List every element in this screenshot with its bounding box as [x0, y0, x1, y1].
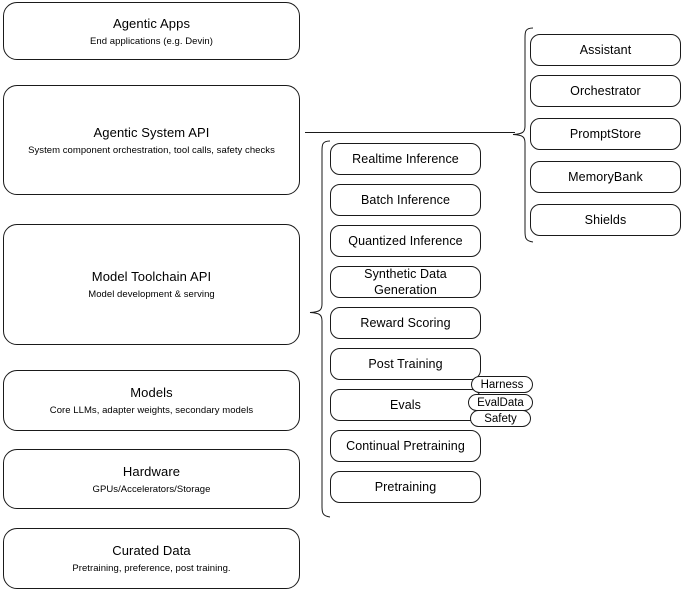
layer-box-hardware[interactable]: Hardware GPUs/Accelerators/Storage: [3, 449, 300, 509]
system-component-chip-orchestrator[interactable]: Orchestrator: [530, 75, 681, 107]
layer-title: Agentic System API: [93, 124, 210, 140]
system-component-label: Orchestrator: [570, 84, 641, 98]
system-component-chip-assistant[interactable]: Assistant: [530, 34, 681, 66]
evals-subcomponent-label: EvalData: [477, 396, 524, 409]
layer-box-models[interactable]: Models Core LLMs, adapter weights, secon…: [3, 370, 300, 431]
layer-box-agentic-system-api[interactable]: Agentic System API System component orch…: [3, 85, 300, 195]
layer-box-agentic-apps[interactable]: Agentic Apps End applications (e.g. Devi…: [3, 2, 300, 60]
component-label: Batch Inference: [360, 193, 451, 207]
layer-title: Curated Data: [112, 543, 191, 558]
component-label: Synthetic Data Generation: [364, 267, 447, 297]
layer-subtitle: End applications (e.g. Devin): [90, 35, 213, 47]
component-label: Post Training: [368, 357, 443, 371]
layer-title: Hardware: [122, 463, 181, 479]
component-label: Continual Pretraining: [346, 439, 465, 453]
evals-subcomponent-label: Harness: [480, 378, 524, 391]
layer-title: Models: [130, 385, 173, 400]
layer-title: Agentic Apps: [112, 15, 191, 31]
evals-subcomponent-pill-safety[interactable]: Safety: [470, 410, 531, 427]
system-component-label: MemoryBank: [568, 170, 643, 184]
layer-subtitle: Core LLMs, adapter weights, secondary mo…: [49, 405, 254, 416]
evals-subcomponent-pill-harness[interactable]: Harness: [471, 376, 533, 393]
evals-subcomponent-label: Safety: [484, 412, 517, 425]
layer-subtitle: Pretraining, preference, post training.: [72, 563, 231, 574]
layer-title: Model Toolchain API: [91, 269, 212, 284]
evals-subcomponent-pill-evaldata[interactable]: EvalData: [468, 394, 533, 411]
brace-toolchain-components: [309, 140, 331, 518]
component-chip-evals[interactable]: Evals: [330, 389, 481, 421]
component-chip-realtime-inference[interactable]: Realtime Inference: [330, 143, 481, 175]
connector-system-api-to-components: [305, 132, 515, 133]
component-chip-synthetic-data-generation[interactable]: Synthetic Data Generation: [330, 266, 481, 298]
layer-subtitle: System component orchestration, tool cal…: [28, 144, 275, 156]
layer-subtitle: GPUs/Accelerators/Storage: [92, 483, 211, 495]
component-chip-quantized-inference[interactable]: Quantized Inference: [330, 225, 481, 257]
component-label: Evals: [389, 398, 422, 412]
component-chip-post-training[interactable]: Post Training: [330, 348, 481, 380]
component-label: Reward Scoring: [360, 316, 451, 330]
component-chip-batch-inference[interactable]: Batch Inference: [330, 184, 481, 216]
system-component-chip-shields[interactable]: Shields: [530, 204, 681, 236]
component-label: Quantized Inference: [348, 234, 463, 248]
system-component-label: PromptStore: [569, 127, 642, 141]
component-chip-pretraining[interactable]: Pretraining: [330, 471, 481, 503]
component-label: Realtime Inference: [352, 152, 459, 166]
layer-subtitle: Model development & serving: [88, 289, 215, 300]
system-component-label: Shields: [584, 213, 627, 227]
brace-system-components: [512, 27, 534, 243]
system-component-label: Assistant: [579, 43, 632, 57]
system-component-chip-memorybank[interactable]: MemoryBank: [530, 161, 681, 193]
layer-box-model-toolchain-api[interactable]: Model Toolchain API Model development & …: [3, 224, 300, 345]
component-chip-reward-scoring[interactable]: Reward Scoring: [330, 307, 481, 339]
layer-box-curated-data[interactable]: Curated Data Pretraining, preference, po…: [3, 528, 300, 589]
system-component-chip-promptstore[interactable]: PromptStore: [530, 118, 681, 150]
component-label: Pretraining: [374, 480, 437, 494]
component-chip-continual-pretraining[interactable]: Continual Pretraining: [330, 430, 481, 462]
